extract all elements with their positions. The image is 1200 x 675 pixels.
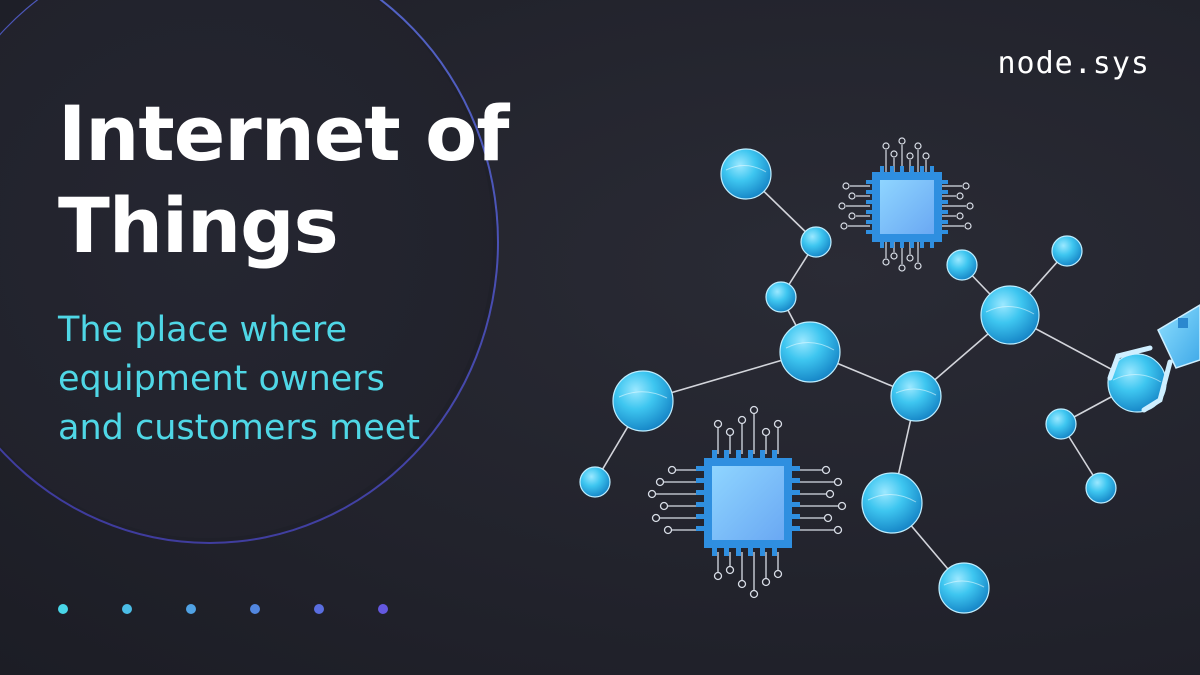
network-node: [1051, 235, 1083, 267]
pagination-dot[interactable]: [250, 604, 260, 614]
subtitle-line-2: equipment owners: [58, 359, 385, 399]
network-node: [938, 562, 990, 614]
page-title: Internet of Things: [58, 88, 509, 272]
network-node: [1085, 472, 1117, 504]
network-node: [800, 226, 832, 258]
robotic-arm-icon: [1107, 304, 1200, 413]
network-node: [946, 249, 978, 281]
pagination-dot[interactable]: [58, 604, 68, 614]
network-node: [612, 370, 674, 432]
network-node: [980, 285, 1040, 345]
title-line-2: Things: [58, 181, 339, 270]
network-links: [594, 173, 1138, 589]
network-nodes: [579, 148, 1167, 614]
pagination-dot[interactable]: [378, 604, 388, 614]
pagination-dot[interactable]: [186, 604, 196, 614]
title-line-1: Internet of: [58, 89, 509, 178]
network-node: [861, 472, 923, 534]
node-highlights: [618, 165, 1162, 588]
microchip-icon: [647, 405, 847, 599]
pagination-dot[interactable]: [122, 604, 132, 614]
network-node: [779, 321, 841, 383]
brand-logo: node.sys: [997, 46, 1150, 81]
subtitle: The place where equipment owners and cus…: [58, 306, 420, 453]
subtitle-line-3: and customers meet: [58, 408, 421, 448]
network-node: [1045, 408, 1077, 440]
microchip-icon: [838, 137, 974, 272]
subtitle-line-1: The place where: [58, 310, 348, 350]
pagination-dots: [58, 604, 388, 614]
network-node: [579, 466, 611, 498]
decorative-ring-fill: [0, 0, 493, 538]
network-node: [720, 148, 772, 200]
network-node: [890, 370, 942, 422]
network-node: [765, 281, 797, 313]
pagination-dot[interactable]: [314, 604, 324, 614]
